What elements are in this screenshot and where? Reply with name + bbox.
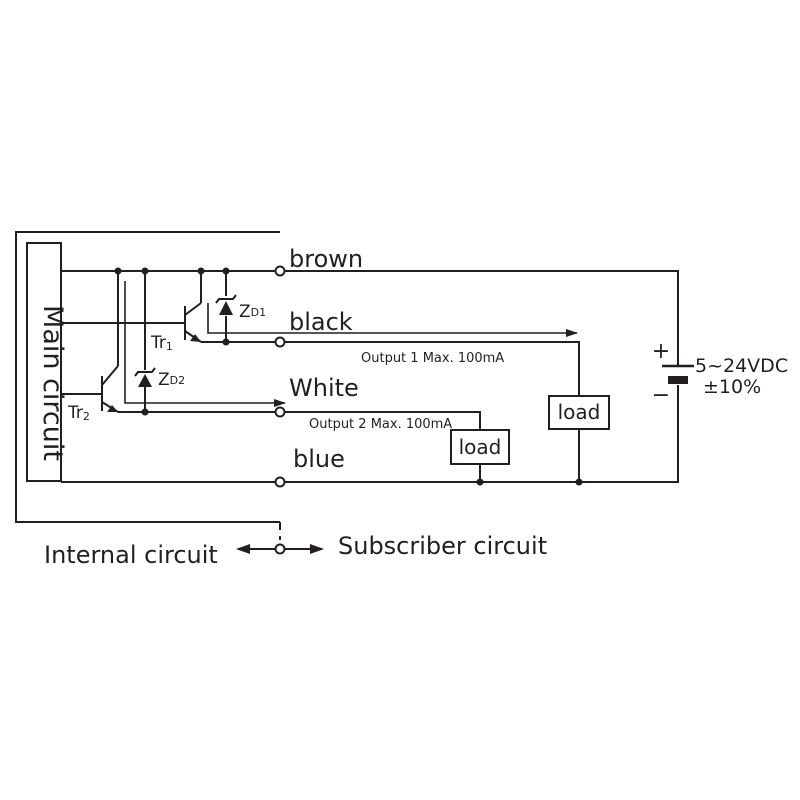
black-terminal bbox=[274, 336, 286, 348]
junction-dot bbox=[222, 338, 230, 346]
main-circuit-label: Main circuit bbox=[37, 305, 68, 461]
zd2-zener-bar bbox=[134, 367, 156, 377]
zd1-zener-icon bbox=[219, 301, 233, 315]
white-wire-label: White bbox=[289, 374, 359, 402]
zd1-label: ZD1 bbox=[239, 302, 266, 322]
black-wire-label: black bbox=[289, 308, 353, 336]
junction-dot bbox=[575, 478, 583, 486]
zd1-zener-bar bbox=[215, 294, 237, 304]
junction-dot bbox=[476, 478, 484, 486]
output2-label: Output 2 Max. 100mA bbox=[309, 417, 452, 432]
tr2-collector-leg bbox=[101, 365, 119, 386]
blue-wire-label: blue bbox=[293, 445, 345, 473]
load-box-1 bbox=[548, 395, 610, 430]
output1-arrow bbox=[207, 303, 578, 337]
internal-circuit-enclosure bbox=[15, 231, 280, 523]
tr1-collector-leg bbox=[184, 302, 202, 316]
tr1-label: Tr1 bbox=[150, 333, 173, 353]
zd2-zener-icon bbox=[138, 374, 152, 387]
load-label-1: load bbox=[558, 400, 601, 424]
zd2-label: ZD2 bbox=[158, 370, 185, 390]
output2-arrow bbox=[124, 281, 286, 407]
white-wire-external bbox=[284, 411, 481, 430]
junction-dot bbox=[141, 408, 149, 416]
boundary-terminal bbox=[274, 543, 286, 555]
subscriber-circuit-label: Subscriber circuit bbox=[338, 532, 547, 560]
tr1-emitter-arrow-icon bbox=[190, 334, 201, 342]
brown-wire-external bbox=[284, 270, 679, 347]
white-terminal bbox=[274, 406, 286, 418]
battery-plus-sign: + bbox=[652, 339, 670, 364]
tr2-emitter-arrow-icon bbox=[107, 405, 118, 412]
tr2-label: Tr2 bbox=[67, 403, 90, 423]
internal-circuit-label: Internal circuit bbox=[44, 541, 218, 569]
load-label-2: load bbox=[459, 435, 502, 459]
supply-voltage-label: 5~24VDC bbox=[695, 355, 788, 377]
supply-tolerance-label: ±10% bbox=[703, 376, 761, 398]
brown-wire-label: brown bbox=[289, 245, 363, 273]
output1-label: Output 1 Max. 100mA bbox=[361, 351, 504, 366]
blue-wire-external bbox=[284, 385, 679, 483]
main-circuit-box bbox=[26, 242, 62, 482]
black-wire-external bbox=[284, 341, 580, 396]
boundary-arrow-left-icon bbox=[236, 544, 250, 554]
battery-minus-sign: − bbox=[652, 383, 670, 408]
boundary-arrow-right-icon bbox=[310, 544, 324, 554]
brown-terminal bbox=[274, 265, 286, 277]
blue-terminal bbox=[274, 476, 286, 488]
battery-negative-plate bbox=[668, 376, 688, 384]
